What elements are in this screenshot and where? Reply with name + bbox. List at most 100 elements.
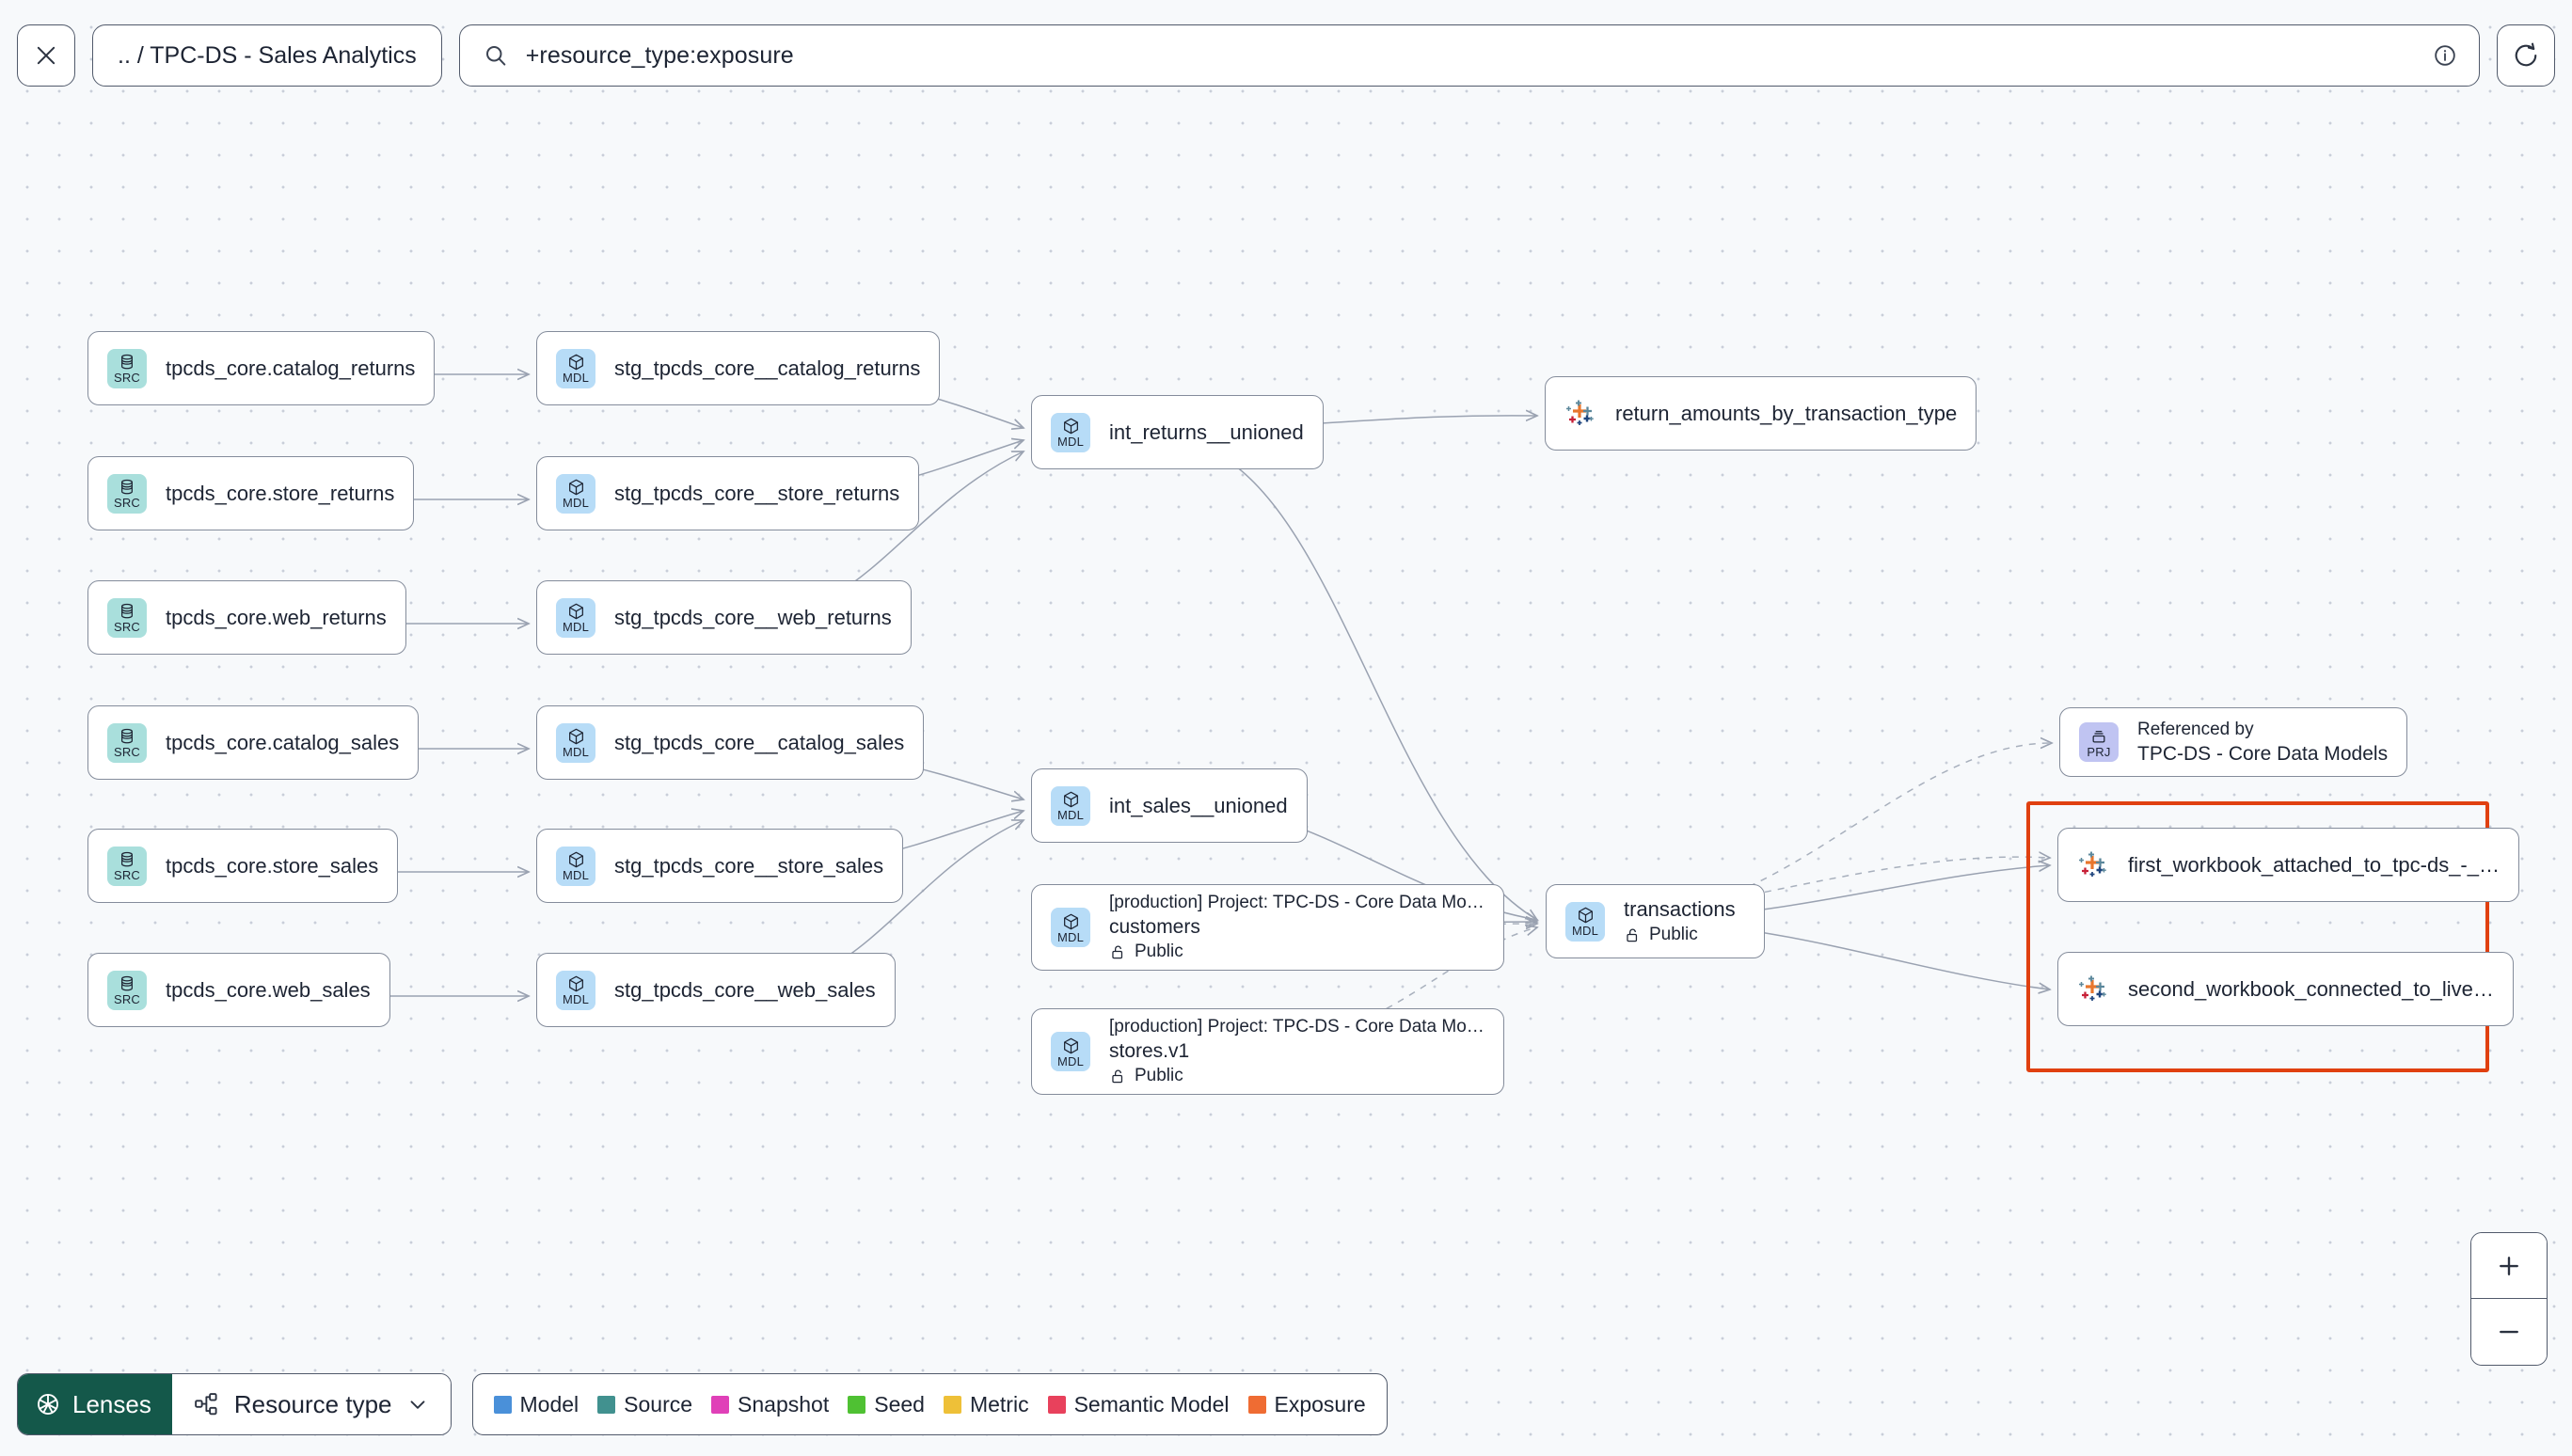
src-badge-icon: SRC <box>107 970 147 1010</box>
resource-type-dropdown[interactable]: Resource type <box>171 1374 451 1434</box>
zoom-in-button[interactable] <box>2471 1233 2547 1299</box>
lineage-node-src_catalog_sales[interactable]: SRC tpcds_core.catalog_sales <box>87 705 420 780</box>
lineage-node-exposure_first_workbook[interactable]: first_workbook_attached_to_tpc-ds_-_… <box>2057 828 2519 902</box>
legend-label: Snapshot <box>738 1391 830 1416</box>
mdl-badge-icon: MDL <box>1051 785 1090 826</box>
node-text-block: stg_tpcds_core__store_returns <box>614 482 899 506</box>
src-badge-icon: SRC <box>107 473 147 514</box>
mdl-badge-icon: MDL <box>556 970 595 1010</box>
legend-label: Semantic Model <box>1073 1391 1230 1416</box>
legend-swatch <box>1047 1395 1066 1414</box>
legend-label: Metric <box>969 1391 1029 1416</box>
legend-item-snapshot[interactable]: Snapshot <box>711 1392 829 1417</box>
lineage-node-stg_store_returns[interactable]: MDL stg_tpcds_core__store_returns <box>536 456 920 530</box>
legend-item-seed[interactable]: Seed <box>848 1392 925 1417</box>
lineage-node-src_web_sales[interactable]: SRC tpcds_core.web_sales <box>87 953 390 1027</box>
node-text-block: tpcds_core.web_sales <box>166 978 371 1003</box>
zoom-out-button[interactable] <box>2471 1299 2547 1365</box>
node-visibility-label: Public <box>1135 1066 1183 1085</box>
close-button[interactable] <box>17 24 75 87</box>
legend-label: Model <box>519 1391 579 1416</box>
node-title: stores.v1 <box>1109 1040 1190 1062</box>
legend-item-model[interactable]: Model <box>493 1391 579 1417</box>
top-toolbar: .. / TPC-DS - Sales Analytics +resource_… <box>0 0 2572 111</box>
node-title: int_returns__unioned <box>1109 419 1304 444</box>
badge-label: MDL <box>562 745 590 759</box>
lens-group: Lenses Resource type <box>17 1373 452 1435</box>
node-title: first_workbook_attached_to_tpc-ds_-_… <box>2128 852 2500 877</box>
node-text-block: second_workbook_connected_to_live… <box>2128 977 2494 1002</box>
legend-swatch <box>493 1395 512 1414</box>
badge-label: MDL <box>562 496 590 510</box>
node-text-block: stg_tpcds_core__catalog_returns <box>614 356 920 381</box>
node-text-block: first_workbook_attached_to_tpc-ds_-_… <box>2128 853 2500 878</box>
resource-type-legend: Model Source Snapshot Seed Metric Semantic Mo… <box>471 1373 1388 1435</box>
search-input[interactable]: +resource_type:exposure <box>525 41 794 69</box>
aperture-icon <box>35 1391 61 1417</box>
lineage-node-mdl_customers[interactable]: MDL[production] Project: TPC-DS - Core D… <box>1031 884 1504 971</box>
mdl-badge-icon: MDL <box>1051 412 1090 452</box>
breadcrumb-label: .. / TPC-DS - Sales Analytics <box>118 41 417 69</box>
node-title: stg_tpcds_core__store_sales <box>614 853 884 878</box>
lenses-label: Lenses <box>72 1389 151 1418</box>
lineage-node-exposure_second_workbook[interactable]: second_workbook_connected_to_live… <box>2057 952 2514 1026</box>
node-text-block: stg_tpcds_core__web_sales <box>614 978 876 1003</box>
legend-item-metric[interactable]: Metric <box>943 1391 1029 1417</box>
node-text-block: stg_tpcds_core__web_returns <box>614 606 892 630</box>
legend-swatch <box>597 1395 616 1414</box>
prj-badge-icon: PRJ <box>2079 722 2119 762</box>
search-bar[interactable]: +resource_type:exposure <box>458 24 2480 87</box>
badge-label: MDL <box>1056 435 1085 449</box>
lineage-node-mdl_stores_v1[interactable]: MDL [production] Project: TPC-DS - Core D… <box>1031 1008 1504 1095</box>
unlock-icon <box>1112 945 1123 958</box>
node-text-block: transactions Public <box>1624 897 1736 945</box>
badge-label: SRC <box>113 496 141 510</box>
mdl-badge-icon: MDL <box>1051 1032 1090 1071</box>
refresh-icon <box>2512 41 2540 70</box>
lenses-button[interactable]: Lenses <box>18 1374 172 1434</box>
node-text-block: tpcds_core.catalog_sales <box>166 731 399 755</box>
node-title: tpcds_core.store_sales <box>166 853 379 878</box>
lineage-node-stg_web_sales[interactable]: MDL stg_tpcds_core__web_sales <box>536 953 896 1027</box>
node-text-block: int_sales__unioned <box>1109 794 1288 818</box>
src-badge-icon: SRC <box>107 348 147 388</box>
node-title: stg_tpcds_core__web_returns <box>614 605 892 629</box>
badge-label: SRC <box>113 620 141 634</box>
legend-swatch <box>848 1395 866 1414</box>
lineage-node-int_sales_unioned[interactable]: MDL int_sales__unioned <box>1031 768 1308 843</box>
node-title: int_sales__unioned <box>1109 793 1288 817</box>
info-icon[interactable] <box>2432 42 2458 69</box>
tableau-badge-icon <box>1564 398 1596 430</box>
zoom-controls[interactable] <box>2470 1232 2548 1366</box>
legend-item-semantic-model[interactable]: Semantic Model <box>1047 1391 1230 1417</box>
node-project-label: Referenced by <box>2137 719 2254 739</box>
search-icon <box>483 42 509 69</box>
badge-label: SRC <box>113 992 141 1006</box>
legend-item-exposure[interactable]: Exposure <box>1247 1392 1366 1417</box>
node-title: tpcds_core.catalog_sales <box>166 730 400 754</box>
src-badge-icon: SRC <box>107 722 147 763</box>
lineage-node-exposure_return_amounts[interactable]: return_amounts_by_transaction_type <box>1545 376 1977 451</box>
badge-label: MDL <box>1056 1053 1085 1068</box>
refresh-button[interactable] <box>2497 24 2555 87</box>
tableau-badge-icon <box>2077 973 2109 1005</box>
node-visibility-meta: Public <box>1109 1066 1484 1086</box>
lineage-node-int_returns_unioned[interactable]: MDL int_returns__unioned <box>1031 395 1324 469</box>
breadcrumb[interactable]: .. / TPC-DS - Sales Analytics <box>92 24 442 87</box>
legend-item-source[interactable]: Source <box>597 1392 692 1417</box>
badge-label: MDL <box>562 992 590 1006</box>
node-text-block: [production] Project: TPC-DS - Core Data… <box>1109 1017 1484 1086</box>
node-title: stg_tpcds_core__web_sales <box>614 977 876 1002</box>
